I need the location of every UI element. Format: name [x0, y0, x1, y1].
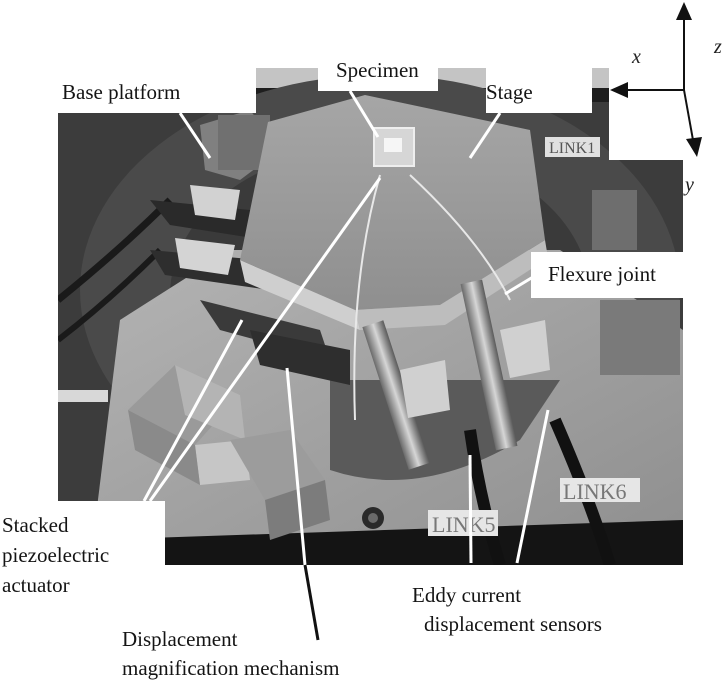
leader-flexure-joint	[504, 275, 534, 296]
z-arrowhead-icon	[676, 2, 692, 20]
leader-base-platform	[178, 112, 212, 159]
leader-lines	[142, 90, 550, 641]
link1-tag: LINK1	[549, 140, 595, 157]
leader-actuator-2	[148, 177, 382, 502]
stage-top	[240, 95, 545, 310]
axis-label-x: x	[632, 46, 641, 68]
label-base-platform: Base platform	[58, 68, 256, 113]
y-axis-arrow	[683, 89, 694, 141]
label-stage: Stage	[486, 68, 592, 113]
label-specimen: Specimen	[318, 55, 438, 91]
link-legs	[362, 279, 616, 565]
x-arrowhead-icon	[610, 82, 628, 98]
axis-label-z: z	[714, 36, 722, 58]
leader-displacement-mech-dark	[303, 564, 320, 641]
label-flexure-joint: Flexure joint	[531, 252, 697, 298]
label-stacked-actuator: Stacked piezoelectric actuator	[0, 501, 165, 601]
leader-actuator-1	[142, 319, 244, 502]
link6-tag: LINK6	[563, 479, 627, 504]
label-stacked-actuator-line3: actuator	[2, 573, 70, 597]
leader-stage	[468, 112, 502, 159]
label-stacked-actuator-line2: piezoelectric	[2, 543, 110, 567]
leader-displacement-mech-light	[285, 367, 307, 566]
label-eddy-sensors-line2: displacement sensors	[424, 612, 602, 636]
axis-label-y: y	[685, 174, 694, 196]
label-displacement-mech-line2: magnification mechanism	[122, 656, 340, 680]
leader-eddy-sensor-2	[515, 409, 550, 564]
label-displacement-mech-line1: Displacement	[122, 627, 238, 651]
leader-eddy-sensor-1	[468, 454, 473, 564]
link5-tag: LINK5	[432, 512, 496, 537]
label-eddy-sensors-line1: Eddy current	[412, 583, 522, 607]
leader-specimen	[348, 90, 380, 138]
y-arrowhead-icon	[686, 137, 702, 157]
coordinate-axes	[609, 2, 727, 160]
label-stacked-actuator-line1: Stacked	[2, 513, 69, 537]
